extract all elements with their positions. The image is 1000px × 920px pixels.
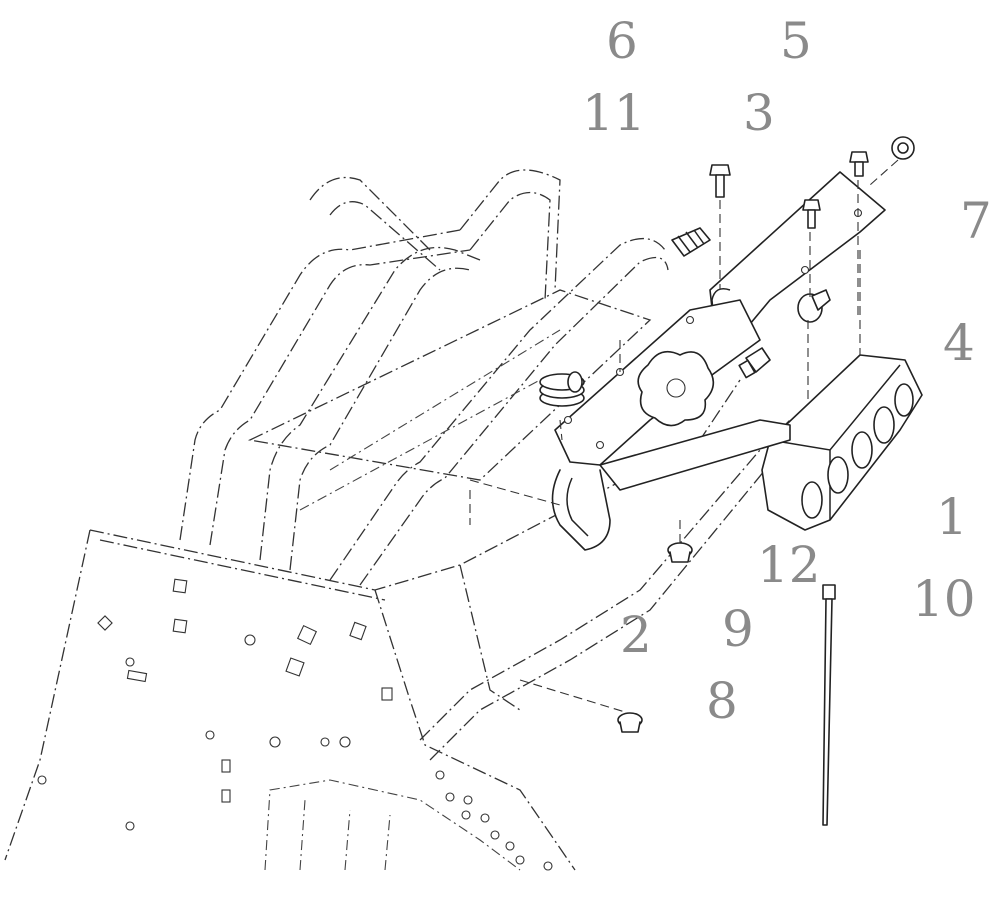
leader-lines xyxy=(469,159,899,713)
callout-7: 7 xyxy=(960,192,992,250)
light-bar xyxy=(761,354,923,531)
grip-roller xyxy=(671,227,711,257)
coil-spring xyxy=(539,371,585,407)
grommets xyxy=(617,542,693,733)
callout-5: 5 xyxy=(780,12,812,70)
star-knob xyxy=(637,350,715,427)
callout-4: 4 xyxy=(943,314,975,372)
callout-9: 9 xyxy=(722,600,754,658)
callout-12: 12 xyxy=(757,536,821,594)
cable-tie xyxy=(822,584,836,826)
clamp-loop xyxy=(551,469,611,551)
callout-10: 10 xyxy=(912,570,976,628)
deck-platform xyxy=(247,289,652,511)
callout-8: 8 xyxy=(706,672,738,730)
callout-1: 1 xyxy=(936,488,968,546)
callout-3: 3 xyxy=(743,84,775,142)
bolts xyxy=(709,136,915,379)
mounting-arm xyxy=(599,419,791,491)
frame-body xyxy=(4,379,791,871)
roll-cage xyxy=(179,169,669,586)
callout-2: 2 xyxy=(620,606,652,664)
callout-11: 11 xyxy=(582,84,646,142)
callout-6: 6 xyxy=(606,12,638,70)
panel-holes xyxy=(37,578,553,871)
